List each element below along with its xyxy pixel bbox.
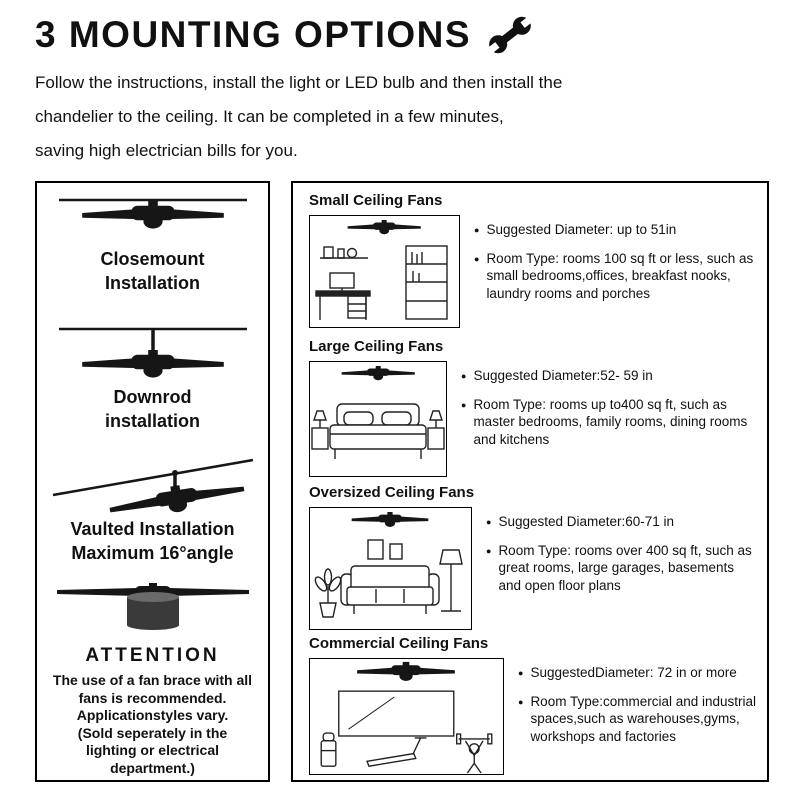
small-room-illustration (309, 215, 460, 328)
living-room-illustration (309, 507, 472, 630)
option-line: installation (104, 411, 200, 431)
bullet-item: ● Room Type: rooms over 400 sq ft, such a… (486, 542, 757, 595)
attention-line: lighting or electrical (85, 742, 219, 758)
section-title: Commercial Ceiling Fans (309, 635, 489, 652)
bullet-text: Room Type: rooms 100 sq ft or less, such… (486, 250, 754, 301)
wrench-icon (487, 15, 534, 55)
option-label-vaulted: Vaulted Installation Maximum 16°angle (70, 517, 234, 565)
bullet-text: Suggested Diameter: up to 51in (486, 222, 677, 237)
bullet-item: ● SuggestedDiameter: 72 in or more (518, 664, 757, 683)
intro-text: Follow the instructions, install the lig… (35, 66, 562, 168)
fan-size-guide-panel: Small Ceiling Fans (291, 181, 769, 782)
mounting-types-panel: Closemount Installation Downrod installa… (35, 181, 270, 782)
bullet-item: ● Suggested Diameter:60-71 in (486, 513, 757, 532)
bullet-text: Room Type: rooms over 400 sq ft, such as… (498, 542, 752, 593)
attention-title: ATTENTION (85, 645, 220, 666)
option-line: Downrod (113, 387, 192, 407)
section-title: Small Ceiling Fans (309, 192, 443, 209)
bullet-dot-icon: ● (486, 517, 492, 527)
bullet-text: Room Type: rooms up to400 sq ft, such as… (473, 396, 748, 447)
bedroom-illustration (309, 361, 447, 477)
bullet-dot-icon: ● (461, 371, 467, 381)
page-header: 3 MOUNTING OPTIONS (35, 14, 534, 56)
section-large-ceiling-fans: Large Ceiling Fans (309, 337, 761, 477)
bullet-text: Room Type:commercial and industrial spac… (530, 693, 757, 744)
bullet-text: Suggested Diameter:52- 59 in (473, 368, 653, 383)
bullet-dot-icon: ● (461, 399, 467, 410)
intro-line: Follow the instructions, install the lig… (35, 73, 563, 92)
section-bullets: ● SuggestedDiameter: 72 in or more ● Room … (518, 658, 761, 745)
closemount-fan-icon (58, 198, 247, 229)
bullet-text: SuggestedDiameter: 72 in or more (530, 665, 737, 680)
bullet-dot-icon: ● (486, 545, 492, 556)
bullet-dot-icon: ● (518, 668, 524, 678)
option-line: Closemount (100, 249, 205, 269)
bullet-text: Suggested Diameter:60-71 in (498, 514, 675, 529)
page-title: 3 MOUNTING OPTIONS (35, 14, 472, 55)
bullet-item: ● Suggested Diameter:52- 59 in (461, 367, 757, 386)
section-bullets: ● Suggested Diameter:52- 59 in ● Room Type… (461, 361, 761, 448)
section-small-ceiling-fans: Small Ceiling Fans (309, 191, 761, 328)
option-line: Installation (104, 273, 200, 293)
section-bullets: ● Suggested Diameter: up to 51in ● Room Ty… (474, 215, 761, 302)
attention-line: (Sold seperately in the (77, 724, 228, 741)
bullet-item: ● Room Type:commercial and industrial spa… (518, 693, 757, 746)
attention-line: The use of a fan brace with all (52, 672, 253, 688)
bullet-item: ● Suggested Diameter: up to 51in (474, 221, 757, 240)
option-label-closemount: Closemount Installation (100, 247, 204, 295)
downrod-fan-icon (58, 327, 247, 378)
vaulted-fan-icon (52, 458, 253, 515)
option-label-downrod: Downrod installation (105, 385, 200, 433)
section-commercial-ceiling-fans: Commercial Ceiling Fans (309, 634, 761, 775)
attention-body: The use of a fan brace with all fans is … (53, 672, 252, 777)
drum-fan-icon (56, 583, 249, 630)
section-oversized-ceiling-fans: Oversized Ceiling Fans (309, 483, 761, 630)
option-line: Maximum 16°angle (71, 543, 234, 563)
attention-line: fans is recommended. (78, 689, 227, 706)
gym-illustration (309, 658, 504, 775)
bullet-dot-icon: ● (474, 253, 480, 264)
option-line: Vaulted Installation (70, 519, 235, 539)
intro-line: chandelier to the ceiling. It can be com… (35, 107, 504, 126)
bullet-item: ● Room Type: rooms up to400 sq ft, such a… (461, 396, 757, 449)
attention-line: department.) (110, 759, 195, 776)
bullet-dot-icon: ● (474, 225, 480, 235)
section-title: Oversized Ceiling Fans (309, 484, 475, 501)
intro-line: saving high electrician bills for you. (35, 141, 298, 160)
bullet-item: ● Room Type: rooms 100 sq ft or less, suc… (474, 250, 757, 303)
section-bullets: ● Suggested Diameter:60-71 in ● Room Type:… (486, 507, 761, 594)
bullet-dot-icon: ● (518, 696, 524, 707)
section-title: Large Ceiling Fans (309, 338, 444, 355)
attention-line: Applicationstyles vary. (76, 707, 229, 723)
